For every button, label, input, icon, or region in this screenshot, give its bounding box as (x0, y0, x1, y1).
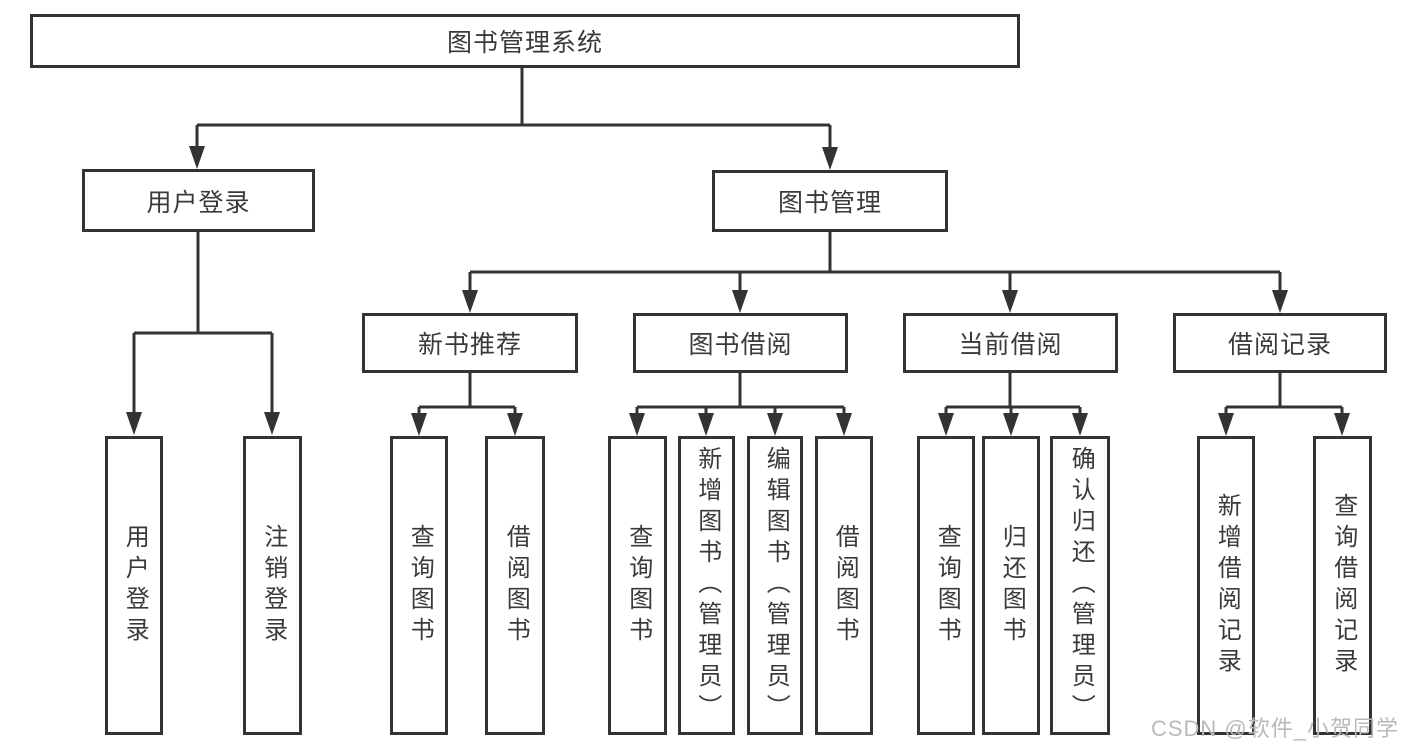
node-borrowing-records: 借阅记录 (1173, 313, 1387, 373)
arrowheads-current (938, 413, 1088, 436)
leaf-label: 查询借阅记录 (1329, 492, 1357, 679)
edge-records-to-leaves (1224, 373, 1344, 430)
leaf-label: 借阅图书 (831, 523, 859, 648)
leaf-return-books: 归还图书 (982, 436, 1040, 735)
leaf-label: 查询图书 (406, 523, 434, 648)
edge-root-to-level2 (195, 68, 832, 163)
node-label: 图书借阅 (688, 331, 793, 359)
leaf-label: 用户登录 (121, 523, 149, 648)
node-label: 用户登录 (146, 188, 251, 217)
leaf-label: 确认归还（管理员） (1067, 446, 1095, 725)
node-label: 图书管理 (777, 189, 882, 217)
node-current-borrowing: 当前借阅 (903, 313, 1118, 373)
leaf-label: 借阅图书 (502, 523, 530, 648)
arrowheads-records (1218, 413, 1350, 436)
leaf-label: 归还图书 (998, 523, 1026, 648)
leaf-label: 查询图书 (933, 523, 961, 648)
edge-user-login-to-leaves (132, 232, 274, 428)
leaf-label: 注销登录 (259, 523, 287, 648)
leaf-logout: 注销登录 (243, 436, 302, 735)
leaf-query-borrow-record: 查询借阅记录 (1313, 436, 1372, 735)
edge-borrowing-to-leaves (635, 373, 846, 430)
edge-newbook-to-leaves (417, 373, 517, 430)
leaf-label: 查询图书 (624, 523, 652, 648)
arrowheads-newbook (411, 413, 523, 436)
edge-current-to-leaves (944, 373, 1082, 430)
leaf-confirm-return-admin: 确认归还（管理员） (1050, 436, 1110, 735)
node-book-management: 图书管理 (712, 170, 948, 232)
node-label: 图书管理系统 (446, 29, 603, 57)
leaf-add-borrow-record: 新增借阅记录 (1197, 436, 1255, 735)
node-new-book-recommendation: 新书推荐 (362, 313, 578, 373)
leaf-query-books-borrowing: 查询图书 (608, 436, 667, 735)
node-library-management-system: 图书管理系统 (30, 14, 1020, 68)
arrowheads-user-login (126, 412, 280, 435)
leaf-edit-book-admin: 编辑图书（管理员） (747, 436, 803, 735)
watermark: CSDN @软件_小贺同学 (1150, 716, 1399, 741)
leaf-label: 新增图书（管理员） (693, 446, 721, 725)
leaf-user-login: 用户登录 (105, 436, 163, 735)
leaf-borrow-books-recommend: 借阅图书 (485, 436, 545, 735)
leaf-query-books-recommend: 查询图书 (390, 436, 448, 735)
node-book-borrowing: 图书借阅 (633, 313, 848, 373)
node-user-login: 用户登录 (82, 169, 315, 232)
arrowheads-level3 (462, 290, 1288, 313)
leaf-label: 编辑图书（管理员） (762, 446, 790, 725)
leaf-add-book-admin: 新增图书（管理员） (678, 436, 735, 735)
leaf-label: 新增借阅记录 (1213, 492, 1241, 679)
leaf-borrow-books-borrowing: 借阅图书 (815, 436, 873, 735)
node-label: 借阅记录 (1227, 331, 1332, 359)
leaf-query-books-current: 查询图书 (917, 436, 975, 735)
arrowheads-level2 (189, 146, 838, 170)
node-label: 新书推荐 (417, 331, 522, 359)
node-label: 当前借阅 (958, 331, 1063, 359)
edge-book-mgmt-to-level3 (468, 232, 1282, 306)
arrowheads-borrowing (629, 413, 852, 436)
